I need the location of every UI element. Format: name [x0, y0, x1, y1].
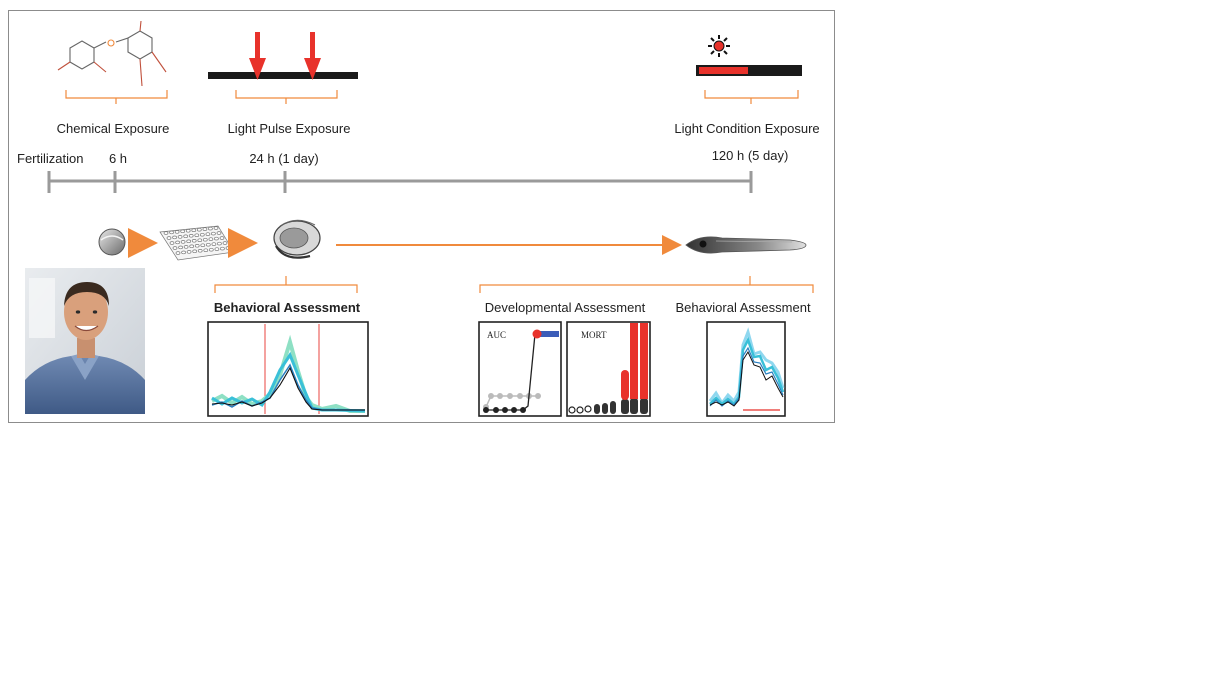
well: [185, 229, 191, 233]
light-condition-icon: [696, 35, 802, 76]
well: [197, 249, 203, 253]
well: [197, 238, 203, 242]
researcher-photo: [25, 268, 145, 414]
well: [169, 230, 174, 235]
label-light-pulse-exposure: Light Pulse Exposure: [227, 121, 351, 136]
well: [216, 231, 222, 235]
mort-open-points: [568, 405, 592, 414]
well: [183, 245, 189, 249]
well: [214, 236, 219, 241]
label-24h: 24 h (1 day): [249, 151, 319, 166]
well: [219, 236, 225, 240]
trace-black: [211, 366, 365, 411]
bracket-dev-behavioral-2: [479, 276, 814, 293]
well: [205, 232, 211, 236]
well: [196, 227, 202, 232]
well: [192, 249, 198, 254]
label-6h: 6 h: [108, 151, 128, 166]
bracket-chemical: [65, 90, 168, 104]
mort-red-bar-3: [640, 323, 648, 399]
well: [199, 232, 205, 237]
behavioral-plot-2: [706, 321, 786, 417]
well: [191, 228, 197, 232]
well: [200, 243, 206, 247]
well: [172, 235, 177, 240]
trace-cyan: [709, 336, 785, 406]
well: [203, 248, 209, 252]
well: [172, 246, 178, 250]
egg-icon: [98, 228, 126, 256]
auc-blue-bar: [537, 331, 559, 337]
well: [180, 229, 186, 234]
mort-red-bar-1: [621, 370, 629, 400]
label-fertilization: Fertilization: [17, 151, 84, 166]
well: [202, 237, 208, 242]
well: [177, 235, 183, 239]
bracket-light-pulse: [235, 90, 338, 104]
well: [205, 242, 211, 247]
label-behavioral-assessment-1: Behavioral Assessment: [213, 300, 361, 315]
behavioral-plot-1: [207, 321, 369, 417]
well: [166, 236, 172, 240]
well: [211, 231, 216, 236]
bracket-light-condition: [704, 90, 799, 104]
well: [220, 246, 225, 251]
well: [180, 240, 186, 244]
well: [174, 230, 180, 234]
top-brackets: [65, 90, 799, 104]
figure-frame: [8, 10, 835, 423]
label-chemical-exposure: Chemical Exposure: [56, 121, 170, 136]
well: [213, 226, 219, 230]
bottom-brackets: [214, 276, 814, 293]
well: [178, 245, 183, 250]
trace-blue: [709, 346, 784, 407]
label-120h: 120 h (5 day): [711, 148, 789, 163]
well-plate-icon: [159, 225, 235, 261]
well: [194, 244, 200, 248]
well: [169, 241, 175, 245]
well: [214, 247, 220, 251]
well: [175, 251, 181, 255]
well: [208, 237, 214, 241]
larva-icon: [685, 236, 807, 254]
well: [225, 246, 231, 250]
light-pulse-icon: [208, 32, 358, 80]
well: [183, 234, 189, 239]
well: [163, 231, 169, 235]
well: [208, 226, 213, 231]
well: [191, 239, 197, 243]
well: [175, 240, 180, 245]
label-developmental-assessment: Developmental Assessment: [484, 300, 646, 315]
label-light-condition-exposure: Light Condition Exposure: [674, 121, 820, 136]
trace-black: [709, 350, 784, 407]
well: [202, 227, 208, 231]
auc-black-points: [483, 407, 526, 413]
sun-icon: [708, 35, 730, 57]
well: [186, 250, 192, 254]
well: [189, 244, 195, 249]
well: [194, 233, 200, 237]
developmental-plot-auc: [478, 321, 562, 417]
well: [222, 241, 228, 245]
bracket-behavioral-1: [214, 276, 358, 293]
auc-red-point: [532, 329, 542, 339]
well: [186, 239, 192, 244]
developmental-plot-mort: [566, 321, 651, 417]
well: [188, 234, 194, 238]
label-auc: AUC: [487, 330, 507, 340]
label-mort: MORT: [581, 330, 607, 340]
well: [208, 247, 214, 252]
mort-dark-bars: [594, 398, 648, 414]
timeline: [47, 171, 753, 193]
well: [211, 242, 217, 246]
embryo-icon: [273, 219, 321, 259]
mort-red-bar-2: [630, 323, 638, 399]
label-behavioral-assessment-2: Behavioral Assessment: [675, 300, 811, 315]
chemical-structure-icon: [57, 20, 167, 87]
well: [181, 250, 186, 255]
well: [217, 241, 222, 246]
